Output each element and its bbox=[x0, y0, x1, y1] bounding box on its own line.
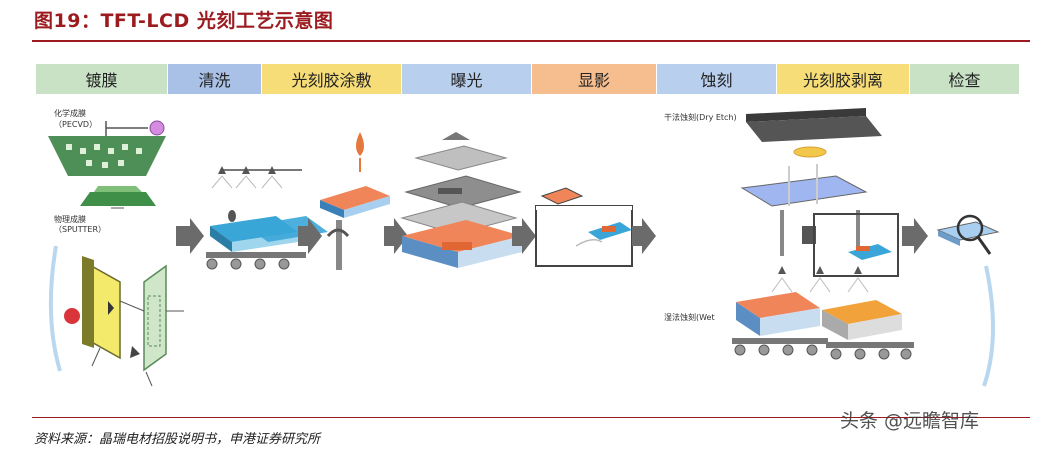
step-label: 光刻胶剥离 bbox=[802, 71, 883, 90]
flow-arrow bbox=[176, 218, 204, 254]
step-coating: 镀膜 bbox=[36, 64, 168, 94]
step-development: 显影 bbox=[532, 64, 657, 94]
source-note: 资料来源：晶瑞电材招股说明书，申港证券研究所 bbox=[34, 432, 321, 447]
sputter-chamber-illustration bbox=[48, 245, 184, 387]
step-label: 曝光 bbox=[450, 71, 483, 90]
title-divider bbox=[32, 40, 1030, 42]
pecvd-label-line2: （PECVD） bbox=[54, 120, 97, 129]
process-steps-bar: 镀膜 清洗 光刻胶涂敷 曝光 显影 蚀刻 光刻胶剥离 检查 bbox=[36, 64, 1020, 94]
watermark: 头条 @远瞻智库 bbox=[840, 410, 980, 432]
step-label: 镀膜 bbox=[85, 71, 118, 90]
step-label: 蚀刻 bbox=[700, 71, 733, 90]
wet-etch-illustration bbox=[732, 266, 914, 360]
step-label: 显影 bbox=[577, 71, 610, 90]
step-inspection: 检查 bbox=[910, 64, 1020, 94]
sputter-label-line1: 物理成膜 bbox=[54, 214, 86, 224]
step-label: 清洗 bbox=[198, 71, 231, 90]
step-label: 检查 bbox=[948, 71, 981, 90]
step-etching: 蚀刻 bbox=[657, 64, 777, 94]
development-illustration bbox=[535, 187, 633, 267]
inspection-illustration bbox=[936, 214, 1000, 255]
figure-title: 图19：TFT-LCD 光刻工艺示意图 bbox=[34, 10, 334, 32]
step-resist-coating: 光刻胶涂敷 bbox=[262, 64, 402, 94]
step-exposure: 曝光 bbox=[402, 64, 532, 94]
etch-tank-illustration bbox=[813, 213, 899, 277]
flow-arrow bbox=[902, 218, 928, 254]
dry-etch-label: 干法蚀刻(Dry Etch) bbox=[664, 112, 737, 122]
step-resist-stripping: 光刻胶剥离 bbox=[777, 64, 910, 94]
pecvd-label-line1: 化学成膜 bbox=[54, 108, 86, 118]
lithography-process-diagram: 化学成膜 （PECVD） 物理成膜 （SPUTTER） bbox=[48, 108, 1000, 387]
step-cleaning: 清洗 bbox=[168, 64, 262, 94]
pecvd-chamber-illustration bbox=[48, 120, 166, 209]
flow-arrow bbox=[384, 218, 408, 254]
flow-arrow bbox=[632, 218, 656, 254]
flow-arrow bbox=[512, 218, 536, 254]
decorative-arc bbox=[982, 265, 995, 387]
dry-etch-illustration bbox=[740, 108, 882, 256]
cleaning-station-illustration bbox=[206, 166, 328, 270]
resist-coating-illustration bbox=[320, 132, 390, 270]
wet-etch-label: 湿法蚀刻(Wet bbox=[664, 312, 715, 322]
exposure-illustration bbox=[400, 132, 522, 268]
flow-arrow bbox=[298, 218, 322, 254]
source-divider bbox=[32, 417, 1030, 418]
sputter-label-line2: （SPUTTER） bbox=[54, 225, 106, 234]
step-label: 光刻胶涂敷 bbox=[291, 71, 372, 90]
